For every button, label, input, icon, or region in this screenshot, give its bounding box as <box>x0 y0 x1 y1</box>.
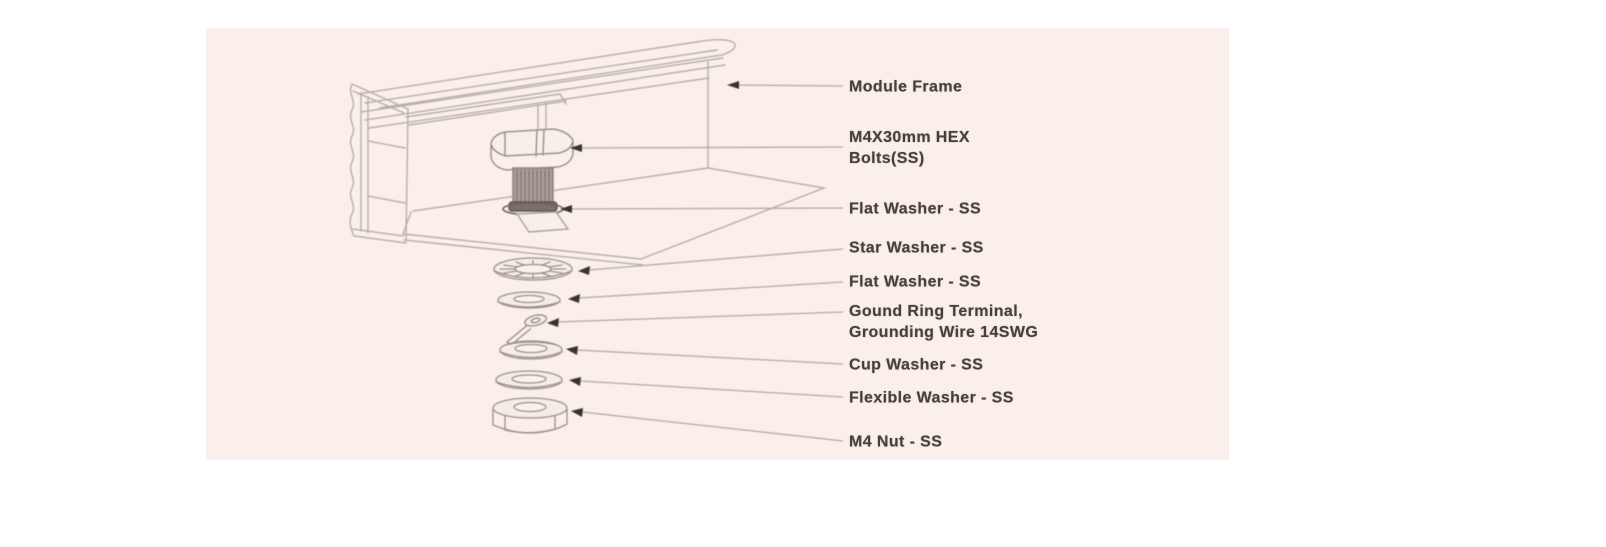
part-label-flexible-washer: Flexible Washer - SS <box>849 389 1014 407</box>
part-label-flat-washer-upper: Flat Washer - SS <box>849 200 982 218</box>
leader-arrowheads <box>547 81 739 417</box>
part-label-m4-nut: M4 Nut - SS <box>849 433 943 451</box>
part-label-hex-bolt: M4X30mm HEX Bolts(SS) <box>849 129 970 167</box>
cup-washer-drawing <box>499 340 563 360</box>
leader-lines <box>557 84 844 442</box>
flexible-washer-drawing <box>495 370 563 390</box>
part-label-module-frame: Module Frame <box>849 78 963 96</box>
module-frame-drawing <box>349 39 827 266</box>
star-washer-drawing <box>493 257 573 281</box>
diagram-panel <box>206 28 1229 460</box>
part-label-cup-washer: Cup Washer - SS <box>849 356 984 374</box>
m4-nut-drawing <box>492 397 568 434</box>
part-label-star-washer: Star Washer - SS <box>849 239 984 257</box>
part-label-flat-washer-lower: Flat Washer - SS <box>849 273 982 291</box>
part-label-ground-ring-terminal: Gound Ring Terminal, Grounding Wire 14SW… <box>849 303 1039 341</box>
hex-bolt-drawing <box>490 128 574 233</box>
flat-washer-drawing <box>497 291 561 309</box>
